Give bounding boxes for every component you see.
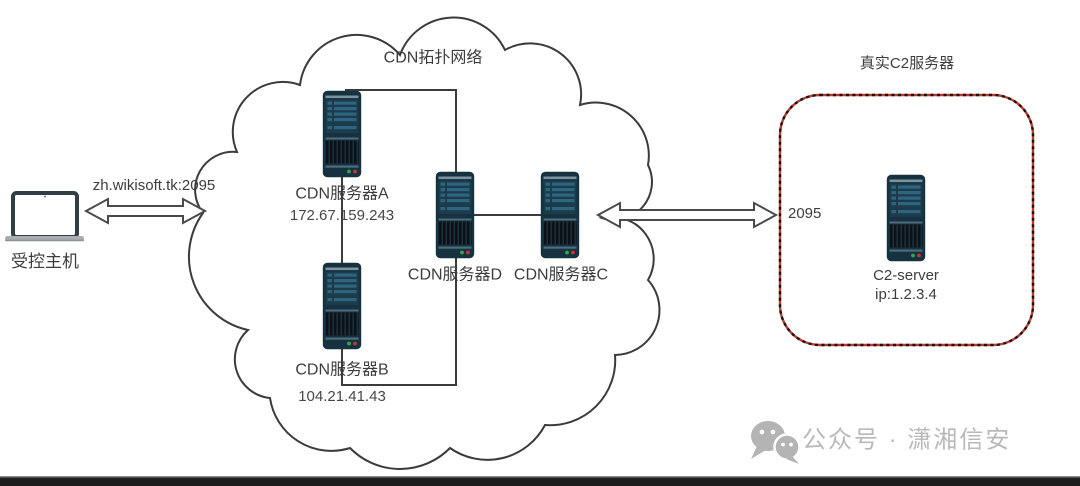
server-b-name: CDN服务器B — [295, 361, 389, 379]
arrow-client-to-cloud — [83, 197, 208, 225]
c2-server-ip: ip:1.2.3.4 — [875, 286, 937, 303]
connector-lines — [341, 89, 545, 386]
cloud-title: CDN拓扑网络 — [383, 49, 483, 67]
laptop-icon — [5, 191, 84, 242]
cdn-server-d-icon — [435, 171, 475, 259]
c2-zone-border — [778, 93, 1035, 347]
cdn-server-a-icon — [322, 90, 362, 178]
wechat-icon — [751, 421, 801, 464]
server-d-name: CDN服务器D — [407, 266, 503, 284]
server-b-ip: 104.21.41.43 — [298, 388, 386, 405]
c2-zone-title: 真实C2服务器 — [859, 55, 955, 72]
bottom-bar — [0, 477, 1080, 486]
cdn-server-c-icon — [540, 171, 580, 259]
link-a-to-d — [345, 89, 457, 172]
c2-server-name: C2-server — [873, 267, 939, 284]
cdn-cloud-shape — [187, 16, 661, 471]
server-c-name: CDN服务器C — [513, 266, 609, 284]
bottom-bar-highlight — [0, 476, 1080, 478]
server-a-ip: 172.67.159.243 — [289, 207, 395, 224]
right-link-label: 2095 — [788, 205, 822, 222]
watermark-label: 公众号 · 潇湘信安 — [802, 426, 1012, 454]
arrows — [83, 197, 779, 229]
cdn-server-b-icon — [322, 262, 362, 350]
client-label: 受控主机 — [11, 251, 79, 271]
c2-server-icon — [886, 174, 926, 262]
left-link-label: zh.wikisoft.tk:2095 — [92, 177, 216, 194]
arrow-cloud-to-c2 — [595, 201, 779, 229]
server-a-name: CDN服务器A — [295, 185, 389, 203]
link-b-to-d — [341, 258, 457, 386]
